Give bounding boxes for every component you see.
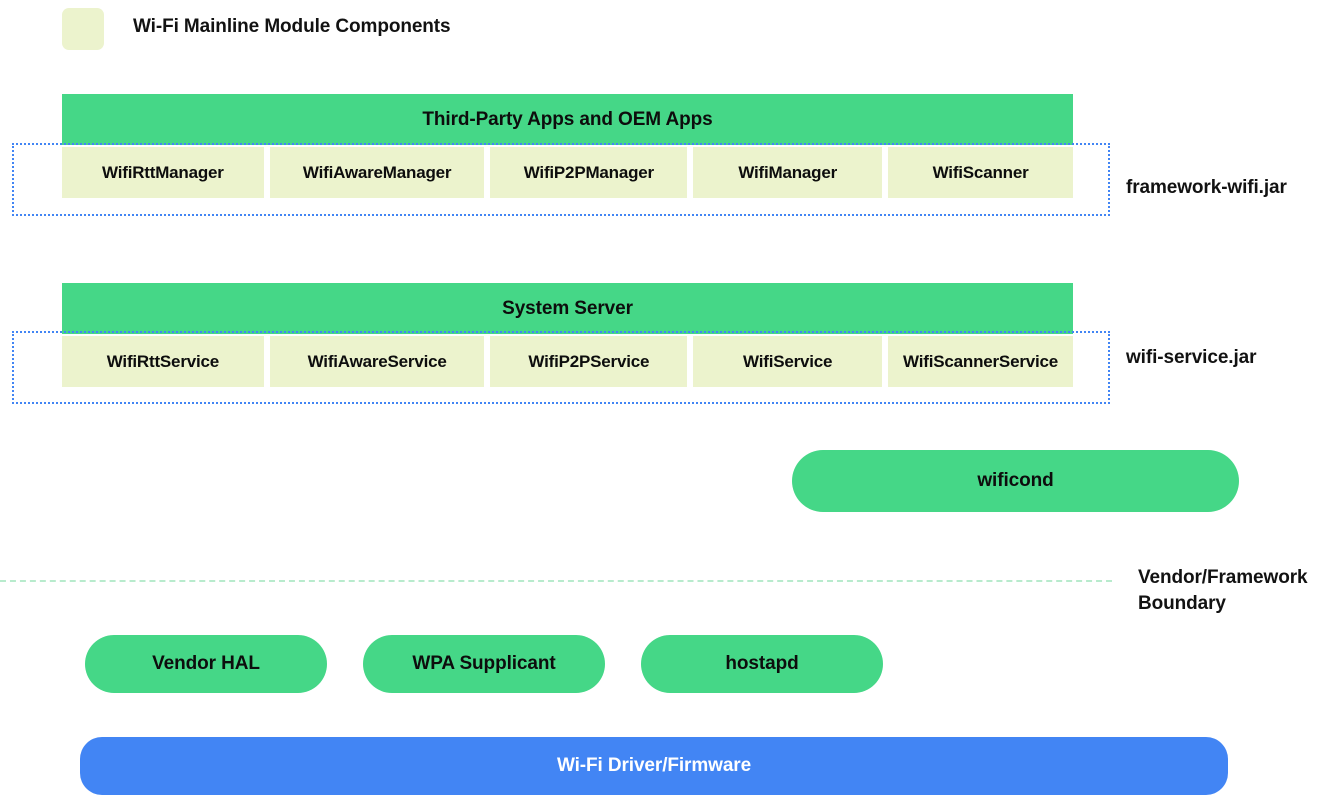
component-wifiscanner[interactable]: WifiScanner [888, 147, 1073, 198]
vendor-framework-boundary-line [0, 580, 1112, 582]
hostapd-node[interactable]: hostapd [641, 635, 883, 693]
framework-wifi-jar-label: framework-wifi.jar [1126, 177, 1287, 198]
wpa-supplicant-node[interactable]: WPA Supplicant [363, 635, 605, 693]
component-wifimanager[interactable]: WifiManager [693, 147, 883, 198]
vendor-hal-node[interactable]: Vendor HAL [85, 635, 327, 693]
component-wifiservice[interactable]: WifiService [693, 336, 883, 387]
component-wifiscannerservice[interactable]: WifiScannerService [888, 336, 1073, 387]
legend-label: Wi-Fi Mainline Module Components [133, 16, 451, 37]
component-wifirttmanager[interactable]: WifiRttManager [62, 147, 264, 198]
third-party-apps-header: Third-Party Apps and OEM Apps [62, 94, 1073, 145]
framework-component-row: WifiRttManager WifiAwareManager WifiP2PM… [62, 147, 1073, 198]
legend-color-swatch [62, 8, 104, 50]
wificond-node[interactable]: wificond [792, 450, 1239, 512]
wifi-service-jar-label: wifi-service.jar [1126, 347, 1257, 368]
service-component-row: WifiRttService WifiAwareService WifiP2PS… [62, 336, 1073, 387]
component-wifip2pservice[interactable]: WifiP2PService [490, 336, 688, 387]
vendor-framework-boundary-label: Vendor/Framework Boundary [1138, 567, 1308, 614]
wifi-service-jar-boundary [12, 331, 1110, 404]
component-wifiawaremanager[interactable]: WifiAwareManager [269, 147, 485, 198]
component-wifirttservice[interactable]: WifiRttService [62, 336, 264, 387]
component-wifip2pmanager[interactable]: WifiP2PManager [490, 147, 688, 198]
wifi-driver-firmware-node[interactable]: Wi-Fi Driver/Firmware [80, 737, 1228, 795]
system-server-header: System Server [62, 283, 1073, 334]
framework-wifi-jar-boundary [12, 143, 1110, 216]
component-wifiawareservice[interactable]: WifiAwareService [269, 336, 485, 387]
